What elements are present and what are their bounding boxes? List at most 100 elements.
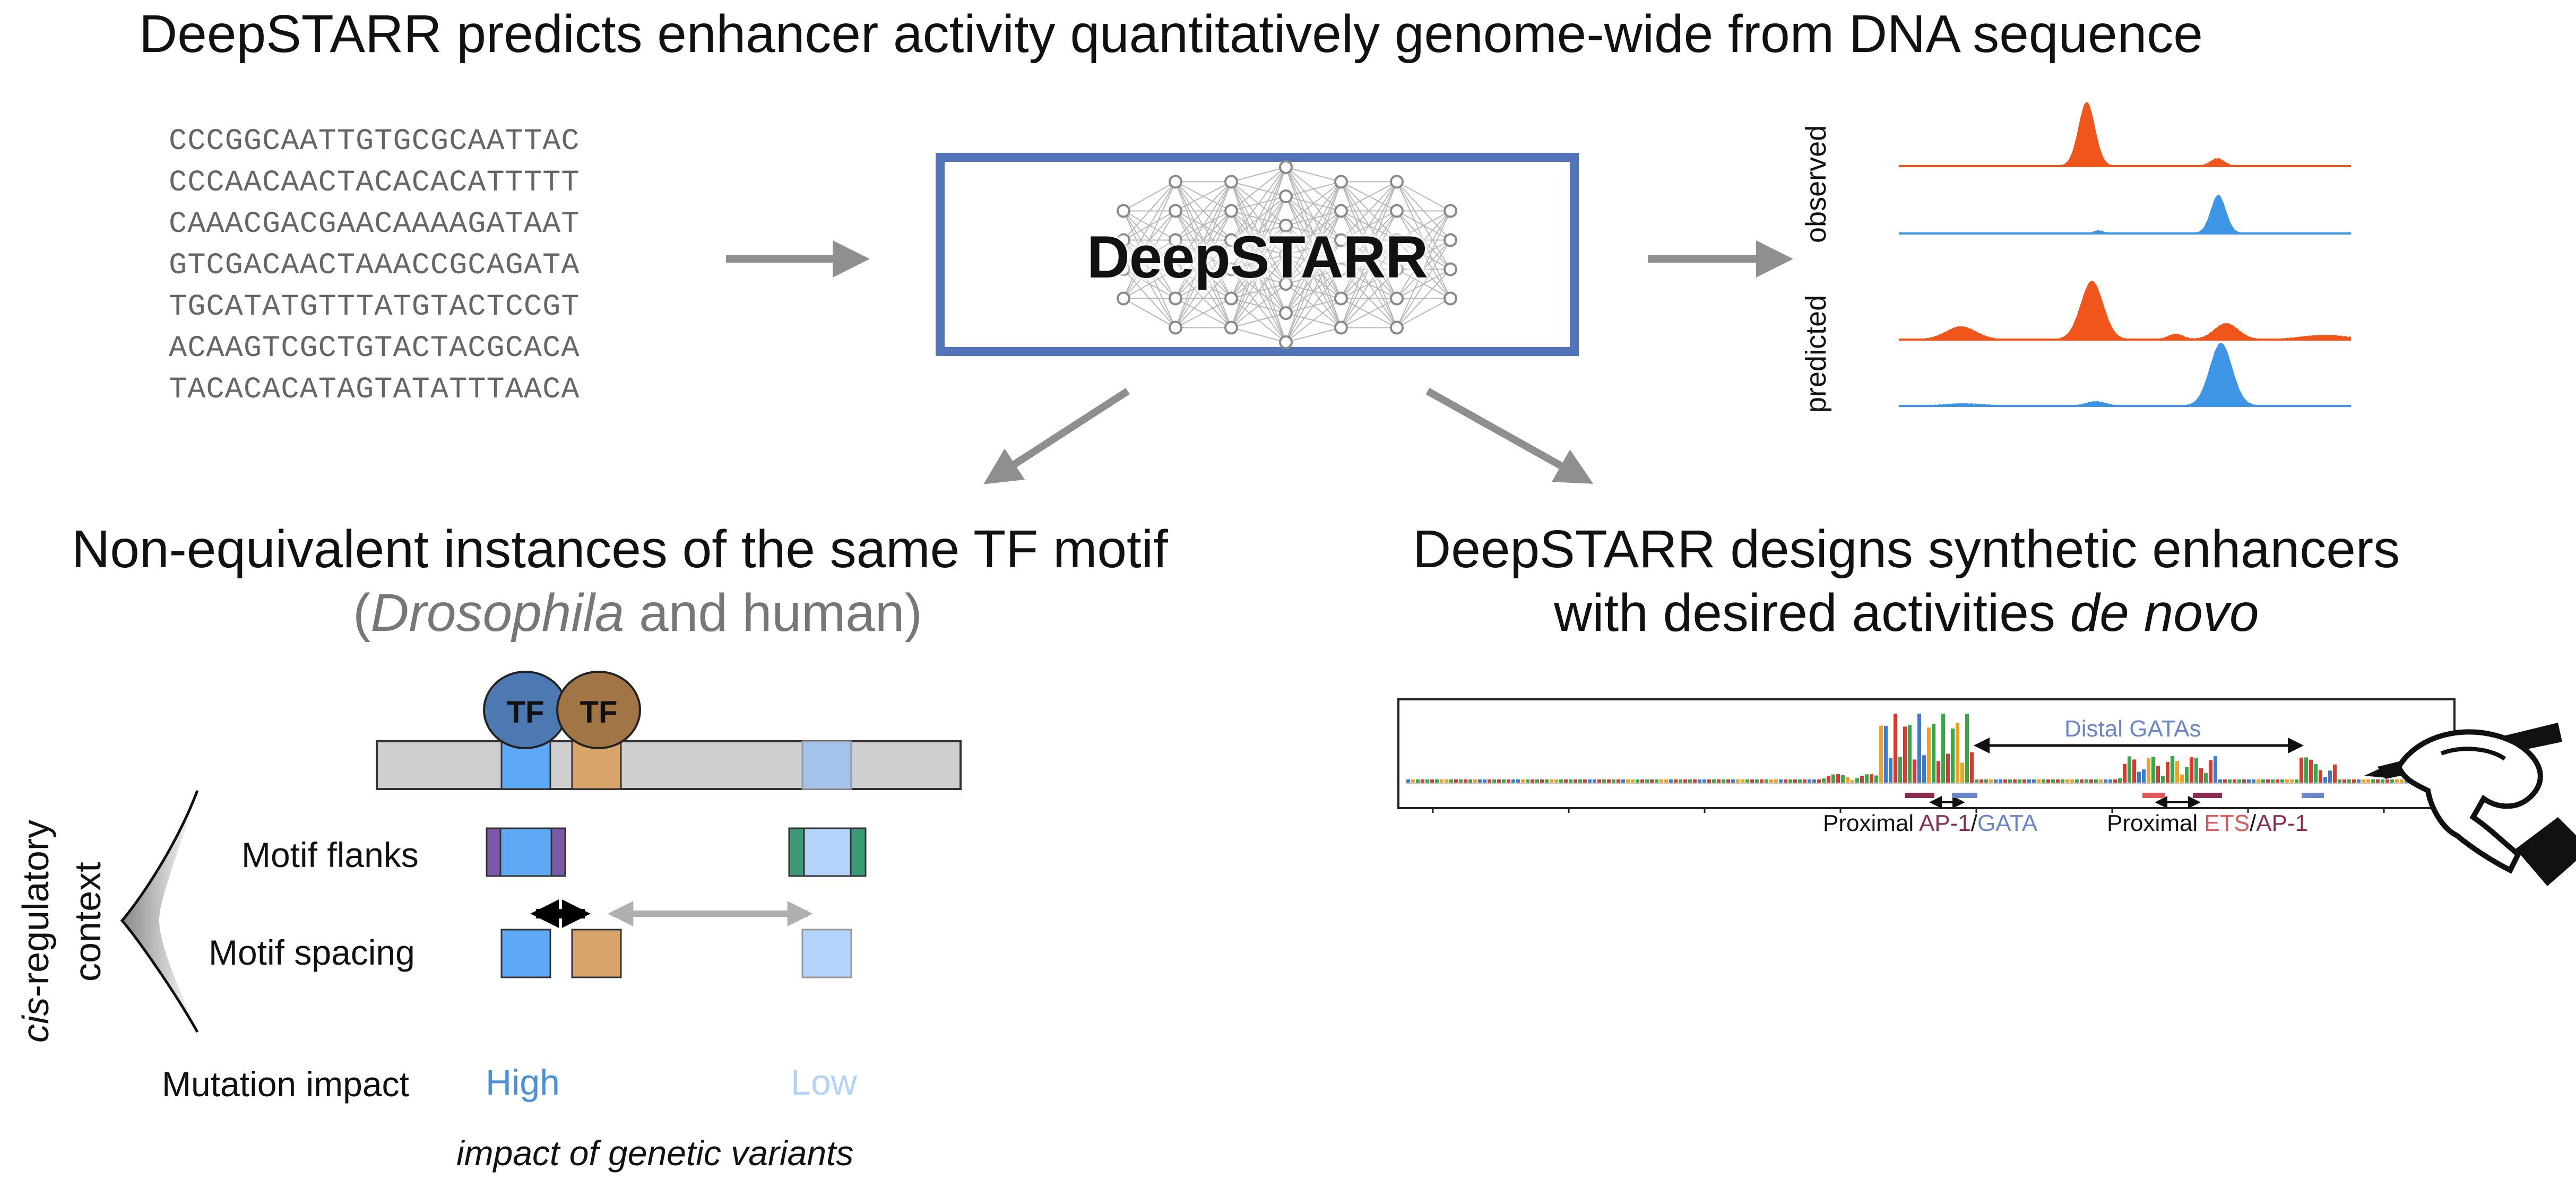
logo-letter-mark [2252, 779, 2255, 783]
network-edge [1341, 181, 1397, 270]
network-node [1334, 320, 1348, 335]
logo-letter-mark [1979, 779, 1983, 783]
network-edge [1231, 225, 1286, 328]
input-sequences: CCCGGCAATTGTGCGCAATTAC CCCAACAACTACACACA… [169, 121, 580, 411]
logo-letter-mark [1865, 774, 1869, 783]
logo-letter-mark [2013, 779, 2017, 783]
motif-instance-1 [500, 740, 551, 790]
network-node [1279, 189, 1293, 203]
logo-letter-mark [1483, 779, 1486, 783]
logo-letter-mark [1860, 776, 1864, 783]
logo-letter-mark [2328, 770, 2332, 783]
ets-text: ETS [2204, 810, 2250, 836]
tf-bubble-brown [556, 671, 641, 749]
logo-letter-mark [2094, 779, 2098, 783]
logo-letter-mark [1531, 779, 1534, 783]
flank-right-green [850, 827, 867, 877]
footnote-label: impact of genetic variants [456, 1133, 854, 1173]
logo-letter-mark [2295, 779, 2298, 783]
network-edge [1341, 211, 1397, 328]
logo-letter-mark [1726, 779, 1730, 783]
logo-letter-mark [2233, 779, 2236, 783]
logo-letter-mark [2280, 779, 2284, 783]
network-node [1334, 291, 1348, 306]
network-node [1390, 320, 1404, 335]
network-node [1390, 204, 1404, 218]
sequence-line: CAAACGACGAACAAAAGATAAT [169, 207, 580, 241]
network-nodes-inside-box [1117, 160, 1457, 349]
tf-label-1: TF [507, 695, 544, 730]
ap1-site-mark [1905, 793, 1934, 798]
subtitle-rest: and human) [624, 583, 922, 643]
logo-letter-mark [1808, 779, 1811, 783]
logo-letter-mark [1769, 779, 1773, 783]
logo-letter-mark [1511, 779, 1515, 783]
network-edge [1396, 268, 1451, 328]
network-node [1224, 204, 1238, 218]
logo-letter-mark [2338, 779, 2341, 783]
logo-letter-mark [1545, 779, 1549, 783]
logo-letter-mark [1464, 779, 1467, 783]
network-edge [1231, 327, 1286, 343]
logo-letter-mark [2304, 757, 2308, 783]
logo-letter-mark [1774, 779, 1778, 783]
logo-letter-mark [1445, 779, 1448, 783]
logo-letter-mark [2237, 779, 2241, 783]
network-edge [1175, 239, 1232, 328]
predicted-hk-track [1899, 343, 2351, 406]
network-node [1279, 248, 1293, 262]
logo-letter-mark [1822, 778, 1826, 783]
logo-letter-mark [1645, 779, 1649, 783]
tf-label-2: TF [580, 695, 618, 730]
design-title-start: with desired activities [1554, 583, 2070, 643]
spacing-motif-3 [801, 929, 852, 978]
gata-text: GATA [1977, 810, 2038, 836]
logo-letter-mark [2104, 779, 2107, 783]
logo-letter-mark [1659, 779, 1663, 783]
logo-letter-mark [2261, 779, 2265, 783]
logo-letter-mark [1612, 779, 1615, 783]
logo-letter-mark [2099, 779, 2103, 783]
network-edge [1285, 211, 1342, 343]
logo-letter-mark [1521, 779, 1525, 783]
sequence-line: CCCAACAACTACACACATTTTT [169, 166, 580, 200]
logo-letter-mark [1679, 779, 1682, 783]
logo-letter-mark [1793, 779, 1797, 783]
logo-letter-mark [2199, 768, 2203, 783]
network-node [1334, 204, 1348, 218]
logo-letter-mark [1932, 724, 1935, 783]
network-edge [1123, 181, 1176, 270]
network-node [1390, 233, 1404, 247]
network-node [1279, 335, 1293, 349]
network-edge [1396, 210, 1451, 241]
network-node [1390, 175, 1404, 189]
logo-letter-mark [1846, 777, 1849, 783]
network-edge [1175, 181, 1232, 212]
network-edges-inside-box [1123, 167, 1451, 343]
network-edge [1285, 240, 1342, 343]
logo-letter-mark [2385, 779, 2389, 783]
logo-letter-mark [2314, 764, 2318, 783]
logo-letter-mark [2042, 779, 2045, 783]
logo-letter-mark [1779, 779, 1783, 783]
subtitle-species: Drosophila [370, 583, 625, 643]
logo-letter-mark [1765, 779, 1768, 783]
logo-letter-mark [1683, 779, 1687, 783]
logo-letter-mark [2075, 779, 2079, 783]
logo-letter-mark [1655, 779, 1658, 783]
logo-letter-mark [1841, 775, 1845, 783]
logo-letter-mark [1440, 779, 1443, 783]
logo-letter-mark [2128, 756, 2131, 783]
logo-letter-mark [1927, 727, 1931, 783]
subtitle-open: ( [353, 583, 371, 643]
logo-letter-mark [2352, 779, 2356, 783]
logo-letter-mark [1889, 758, 1892, 783]
network-node [1169, 175, 1182, 189]
logo-letter-mark [2319, 770, 2322, 783]
sequence-line: ACAAGTCGCTGTACTACGCACA [169, 332, 580, 366]
network-edge [1341, 181, 1397, 241]
logo-letter-mark [2080, 779, 2084, 783]
observed-label: observed [1800, 125, 1832, 243]
spacing-motif-2 [571, 929, 622, 978]
